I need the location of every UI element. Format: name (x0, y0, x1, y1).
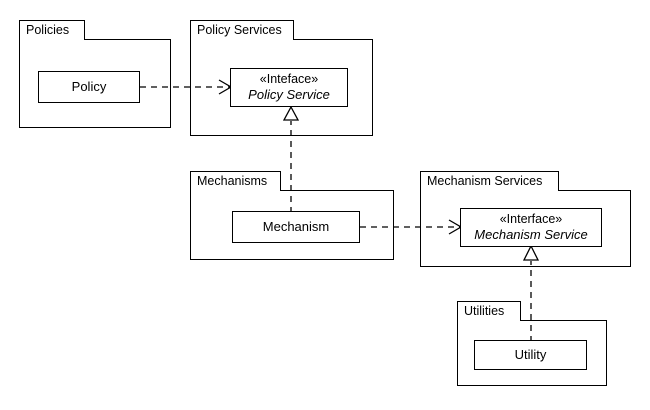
interface-policy-service-stereotype: «Inteface» (259, 72, 319, 86)
class-policy-name: Policy (71, 79, 107, 94)
package-policies-label: Policies (19, 20, 85, 40)
package-utilities-label: Utilities (457, 301, 521, 321)
interface-policy-service[interactable]: «Inteface» Policy Service (230, 68, 348, 107)
interface-mechanism-service-name: Mechanism Service (474, 227, 588, 242)
class-utility-name: Utility (514, 347, 547, 362)
interface-policy-service-name: Policy Service (248, 87, 330, 102)
class-policy[interactable]: Policy (38, 71, 140, 103)
class-utility[interactable]: Utility (474, 340, 587, 370)
package-mechanisms-label: Mechanisms (190, 171, 281, 191)
interface-mechanism-service-stereotype: «Interface» (499, 212, 563, 226)
class-mechanism[interactable]: Mechanism (232, 211, 360, 243)
package-mechanism-services-label: Mechanism Services (420, 171, 559, 191)
package-policy-services-label: Policy Services (190, 20, 294, 40)
interface-mechanism-service[interactable]: «Interface» Mechanism Service (460, 208, 602, 247)
class-mechanism-name: Mechanism (262, 219, 330, 234)
